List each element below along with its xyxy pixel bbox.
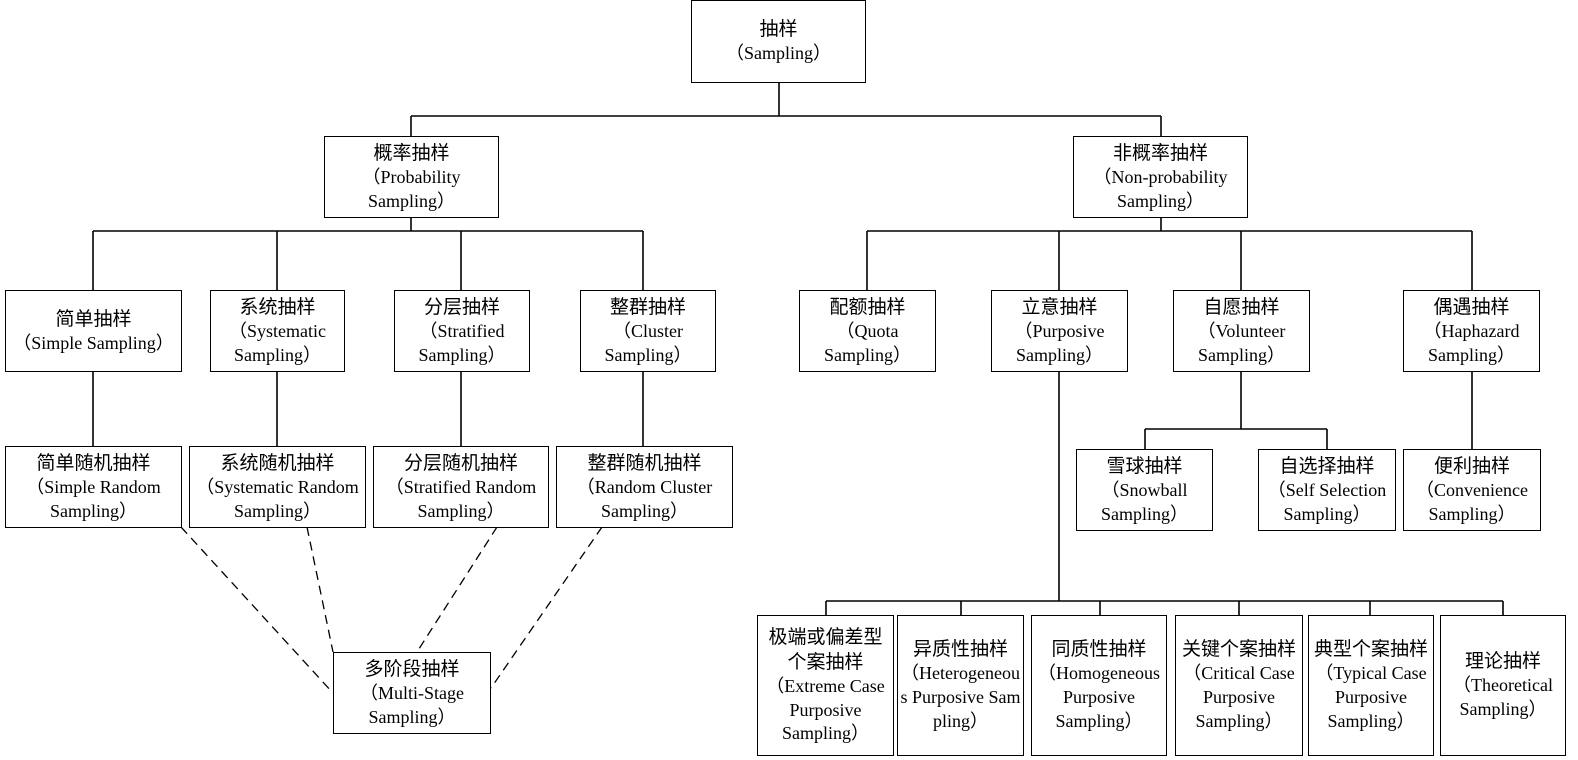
node-stratified-sampling: 分层抽样 （Stratified Sampling） (394, 290, 530, 372)
node-label-zh: 同质性抽样 (1051, 639, 1147, 661)
node-label-en: （Stratified Random Sampling） (385, 476, 537, 521)
node-theoretical-sampling: 理论抽样 （Theoretical Sampling） (1440, 615, 1566, 756)
node-random-cluster-sampling: 整群随机抽样 （Random Cluster Sampling） (556, 446, 733, 528)
node-label-zh: 分层抽样 (423, 296, 500, 318)
node-label-en: （Stratified Sampling） (418, 320, 506, 365)
node-systematic-random-sampling: 系统随机抽样 （Systematic Random Sampling） (189, 446, 366, 528)
node-heterogeneous-sampling: 异质性抽样 （Heterogeneous Purposive Sampling） (897, 615, 1024, 756)
node-label-zh: 非概率抽样 (1112, 142, 1208, 164)
node-label-zh: 典型个案抽样 (1313, 639, 1428, 661)
node-label-zh: 概率抽样 (373, 142, 450, 164)
node-label-zh: 整群随机抽样 (587, 452, 702, 474)
node-label-en: （Self Selection Sampling） (1267, 479, 1387, 524)
node-self-selection-sampling: 自选择抽样 （Self Selection Sampling） (1258, 449, 1396, 531)
dashed-connector (416, 526, 498, 653)
dashed-connector (180, 526, 334, 694)
node-label-en: （Random Cluster Sampling） (576, 476, 713, 521)
node-stratified-random-sampling: 分层随机抽样 （Stratified Random Sampling） (373, 446, 549, 528)
dashed-connector (490, 526, 603, 689)
node-label-zh: 多阶段抽样 (364, 658, 460, 680)
node-label-en: （Multi-Stage Sampling） (360, 682, 464, 727)
node-label-en: （Extreme Case Purposive Sampling） (766, 675, 885, 744)
node-volunteer-sampling: 自愿抽样 （Volunteer Sampling） (1173, 290, 1310, 372)
node-label-en: （Cluster Sampling） (604, 320, 692, 365)
node-label-en: （Systematic Random Sampling） (196, 476, 359, 521)
node-label-zh: 简单抽样 (55, 308, 132, 330)
node-label-zh: 雪球抽样 (1106, 455, 1183, 477)
node-label-en: （Snowball Sampling） (1100, 479, 1188, 524)
node-label-en: （Convenience Sampling） (1416, 479, 1528, 524)
node-label-zh: 自愿抽样 (1203, 296, 1280, 318)
node-critical-case-sampling: 关键个案抽样 （Critical Case Purposive Sampling… (1175, 615, 1303, 756)
node-label-zh: 配额抽样 (829, 296, 906, 318)
node-label-en: （Quota Sampling） (823, 320, 911, 365)
node-probability-sampling: 概率抽样 （Probability Sampling） (324, 136, 499, 218)
node-label-zh: 抽样 (759, 19, 798, 41)
node-label-zh: 偶遇抽样 (1433, 296, 1510, 318)
node-homogeneous-sampling: 同质性抽样 （Homogeneous Purposive Sampling） (1031, 615, 1167, 756)
node-label-zh: 分层随机抽样 (403, 452, 518, 474)
node-label-en: （Purposive Sampling） (1014, 320, 1105, 365)
node-snowball-sampling: 雪球抽样 （Snowball Sampling） (1076, 449, 1213, 531)
node-label-zh: 系统随机抽样 (220, 452, 335, 474)
node-purposive-sampling: 立意抽样 （Purposive Sampling） (991, 290, 1128, 372)
node-quota-sampling: 配额抽样 （Quota Sampling） (799, 290, 936, 372)
node-label-zh: 系统抽样 (239, 296, 316, 318)
node-typical-case-sampling: 典型个案抽样 （Typical Case Purposive Sampling） (1308, 615, 1434, 756)
node-label-en: （Simple Random Sampling） (26, 476, 161, 521)
node-systematic-sampling: 系统抽样 （Systematic Sampling） (210, 290, 345, 372)
node-cluster-sampling: 整群抽样 （Cluster Sampling） (580, 290, 716, 372)
node-haphazard-sampling: 偶遇抽样 （Haphazard Sampling） (1403, 290, 1540, 372)
node-label-zh: 便利抽样 (1433, 455, 1510, 477)
node-label-en: （Systematic Sampling） (229, 320, 326, 365)
dashed-connector (306, 526, 334, 653)
node-convenience-sampling: 便利抽样 （Convenience Sampling） (1403, 449, 1541, 531)
node-extreme-case-sampling: 极端或偏差型个案抽样 （Extreme Case Purposive Sampl… (757, 615, 894, 756)
node-label-zh: 极端或偏差型个案抽样 (768, 626, 883, 673)
node-simple-random-sampling: 简单随机抽样 （Simple Random Sampling） (5, 446, 182, 528)
node-label-en: （Homogeneous Purposive Sampling） (1038, 663, 1160, 731)
node-simple-sampling: 简单抽样 （Simple Sampling） (5, 290, 182, 372)
node-non-probability-sampling: 非概率抽样 （Non-probability Sampling） (1073, 136, 1248, 218)
node-label-zh: 关键个案抽样 (1181, 639, 1296, 661)
node-label-zh: 立意抽样 (1021, 296, 1098, 318)
node-label-zh: 异质性抽样 (912, 639, 1008, 661)
node-label-zh: 简单随机抽样 (36, 452, 151, 474)
node-label-en: （Volunteer Sampling） (1197, 320, 1286, 365)
node-sampling: 抽样 （Sampling） (691, 0, 866, 83)
node-label-en: （Simple Sampling） (13, 332, 174, 353)
node-label-zh: 自选择抽样 (1279, 455, 1375, 477)
node-label-zh: 整群抽样 (609, 296, 686, 318)
node-label-en: （Sampling） (725, 43, 831, 64)
node-label-en: （Heterogeneous Purposive Sampling） (900, 663, 1021, 731)
node-label-en: （Critical Case Purposive Sampling） (1183, 663, 1295, 731)
node-label-en: （Theoretical Sampling） (1453, 675, 1553, 720)
node-label-en: （Non-probability Sampling） (1093, 166, 1228, 211)
node-label-en: （Probability Sampling） (362, 166, 461, 211)
node-multi-stage-sampling: 多阶段抽样 （Multi-Stage Sampling） (333, 652, 491, 734)
node-label-en: （Haphazard Sampling） (1423, 320, 1520, 365)
node-label-en: （Typical Case Purposive Sampling） (1315, 663, 1427, 731)
node-label-zh: 理论抽样 (1464, 651, 1541, 673)
